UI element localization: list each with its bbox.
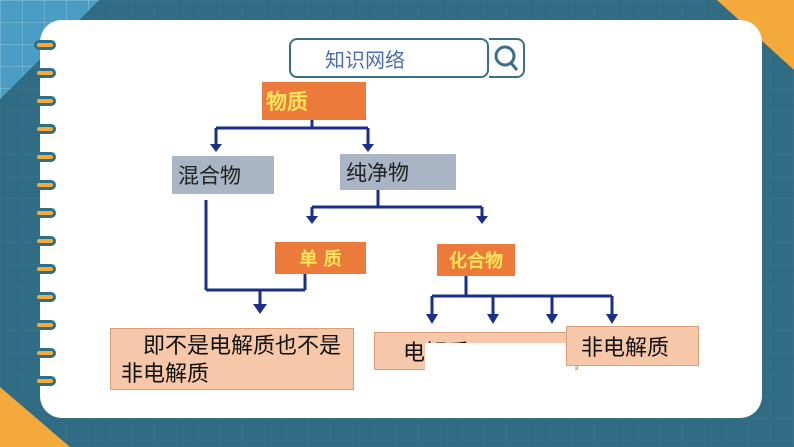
binder-ring <box>34 376 56 386</box>
node-element-label: 单 质 <box>299 249 342 270</box>
node-compound-label: 化合物 <box>449 251 503 272</box>
node-element: 单 质 <box>275 242 366 274</box>
binder-ring <box>34 180 56 190</box>
binder-ring <box>34 264 56 274</box>
section-title: 知识网络 <box>325 47 405 72</box>
node-neither: 即不是电解质也不是非电解质 <box>110 328 354 390</box>
binder-ring <box>34 292 56 302</box>
node-compound: 化合物 <box>437 244 515 276</box>
answer-mask <box>425 343 575 373</box>
node-mixture: 混合物 <box>172 156 274 194</box>
node-non-electrolyte-label: 非电解质 <box>581 336 670 361</box>
binder-ring <box>34 152 56 162</box>
binder-ring <box>34 68 56 78</box>
binder-ring <box>34 124 56 134</box>
node-substance-label: 物质 <box>266 90 308 114</box>
binder-ring <box>34 320 56 330</box>
binder-ring <box>34 348 56 358</box>
binder-ring <box>34 96 56 106</box>
section-title-box: 知识网络 <box>289 38 489 78</box>
node-neither-label: 即不是电解质也不是非电解质 <box>121 334 342 387</box>
node-mixture-label: 混合物 <box>178 164 241 188</box>
node-pure-substance: 纯净物 <box>340 154 456 190</box>
binder-ring <box>34 236 56 246</box>
search-icon <box>494 45 519 71</box>
node-pure-substance-label: 纯净物 <box>346 161 409 185</box>
binder-ring <box>34 40 56 50</box>
node-substance: 物质 <box>262 82 366 120</box>
search-button[interactable] <box>489 38 525 78</box>
node-non-electrolyte: 非电解质 <box>566 326 699 366</box>
binder-ring <box>34 208 56 218</box>
